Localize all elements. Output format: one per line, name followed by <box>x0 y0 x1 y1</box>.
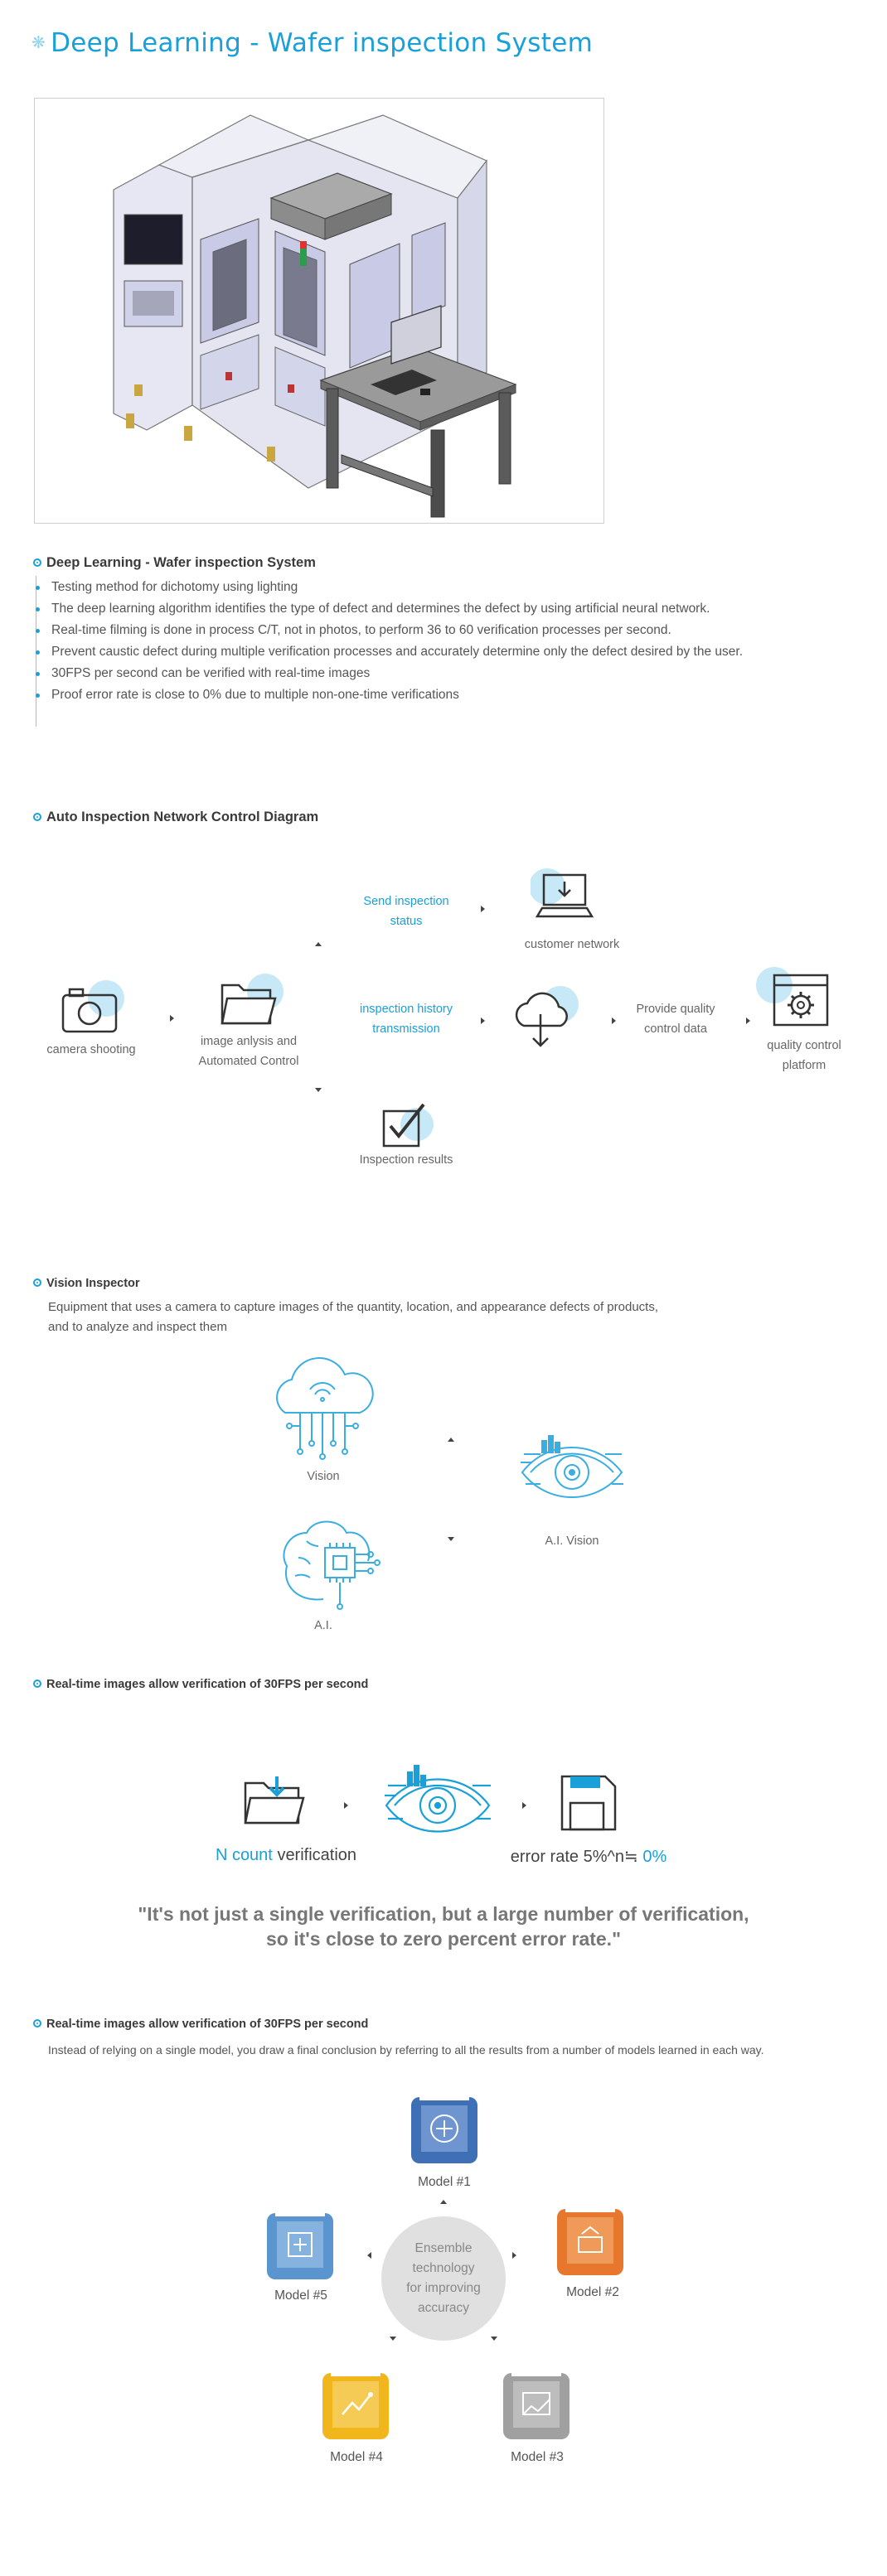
arrow-right-icon <box>746 1017 750 1024</box>
section1-heading: Deep Learning - Wafer inspection System <box>33 555 316 571</box>
model-4-label: Model #4 <box>330 2450 383 2464</box>
folder-download-icon <box>244 1776 305 1824</box>
quality-platform-label: quality control platform <box>767 1039 841 1072</box>
arrow-up-icon <box>315 942 322 946</box>
eye-scan-icon <box>385 1764 491 1833</box>
checkbox-icon <box>382 1103 434 1148</box>
gear-bullet-icon: ❋ <box>32 32 46 52</box>
section2-heading: Auto Inspection Network Control Diagram <box>33 810 318 825</box>
list-item: Real-time filming is done in process C/T… <box>33 620 846 641</box>
list-item: 30FPS per second can be verified with re… <box>33 663 846 684</box>
arrow-left-icon <box>367 2252 371 2259</box>
page-title: ❋Deep Learning - Wafer inspection System <box>32 28 594 58</box>
section4-heading: Real-time images allow verification of 3… <box>33 1678 368 1691</box>
ai-eye-icon <box>521 1435 623 1498</box>
model-2-label: Model #2 <box>566 2285 619 2299</box>
vision-cloud-icon <box>276 1357 374 1460</box>
ai-brain-icon <box>283 1520 380 1610</box>
model-1-label: Model #1 <box>418 2175 471 2189</box>
model-1-icon <box>411 2092 477 2163</box>
arrow-right-icon <box>512 2252 516 2259</box>
list-item: The deep learning algorithm identifies t… <box>33 598 846 620</box>
folder-icon <box>221 974 284 1025</box>
n-count-verification: N count verification <box>215 1846 357 1864</box>
arrow-right-icon <box>522 1802 526 1809</box>
arrow-right-icon <box>170 1015 174 1022</box>
arrow-icon <box>448 1537 454 1541</box>
image-analysis-label: image anlysis and Automated Control <box>198 1035 299 1068</box>
inspection-machine-illustration <box>113 114 517 518</box>
computer-icon <box>531 868 594 918</box>
circle-bullet-icon <box>33 1679 41 1688</box>
arrow-right-icon <box>612 1017 616 1024</box>
cloud-download-icon <box>515 986 579 1047</box>
model-5-label: Model #5 <box>274 2288 327 2303</box>
settings-window-icon <box>756 967 829 1027</box>
arrow-right-icon <box>344 1802 348 1809</box>
ensemble-center-circle <box>381 2216 506 2341</box>
feature-list: Testing method for dichotomy using light… <box>33 576 846 727</box>
arrow-down-icon <box>390 2337 396 2341</box>
send-inspection-label: Send inspection status <box>363 895 449 928</box>
list-item: Prevent caustic defect during multiple v… <box>33 641 846 663</box>
error-rate-text: error rate 5%^n≒ 0% <box>510 1848 667 1866</box>
model-3-label: Model #3 <box>511 2450 564 2464</box>
save-disk-icon <box>560 1775 617 1831</box>
section3-heading: Vision Inspector <box>33 1277 140 1290</box>
camera-shooting-label: camera shooting <box>46 1043 136 1056</box>
list-item: Proof error rate is close to 0% due to m… <box>33 684 846 706</box>
ensemble-center-text: Ensemble technology for improving accura… <box>406 2241 481 2315</box>
ai-label: A.I. <box>314 1619 332 1632</box>
arrow-right-icon <box>481 1017 485 1024</box>
list-item: Testing method for dichotomy using light… <box>33 576 846 727</box>
circle-bullet-icon <box>33 558 41 567</box>
customer-network-label: customer network <box>524 938 620 951</box>
arrow-up-icon <box>440 2200 447 2204</box>
circle-bullet-icon <box>33 2019 41 2027</box>
model-2-icon <box>557 2204 623 2275</box>
ai-vision-label: A.I. Vision <box>545 1534 599 1548</box>
machine-image-frame <box>34 98 604 524</box>
verification-quote: "It's not just a single verification, bu… <box>138 1903 749 1950</box>
model-5-icon <box>267 2208 333 2279</box>
provide-quality-label: Provide quality control data <box>636 1003 715 1036</box>
circle-bullet-icon <box>33 813 41 821</box>
arrow-down-icon <box>491 2337 497 2341</box>
model-3-icon <box>503 2368 570 2439</box>
arrow-icon <box>448 1438 454 1442</box>
circle-bullet-icon <box>33 1278 41 1287</box>
section5-heading: Real-time images allow verification of 3… <box>33 2018 368 2031</box>
vision-description: Equipment that uses a camera to capture … <box>48 1300 659 1334</box>
camera-icon <box>61 980 124 1033</box>
ensemble-description: Instead of relying on a single model, yo… <box>48 2043 764 2056</box>
inspection-results-label: Inspection results <box>359 1153 453 1167</box>
history-transmission-label: inspection history transmission <box>359 1003 453 1036</box>
arrow-right-icon <box>481 906 485 912</box>
arrow-down-icon <box>315 1088 322 1092</box>
vision-label: Vision <box>307 1470 340 1483</box>
model-4-icon <box>322 2368 389 2439</box>
